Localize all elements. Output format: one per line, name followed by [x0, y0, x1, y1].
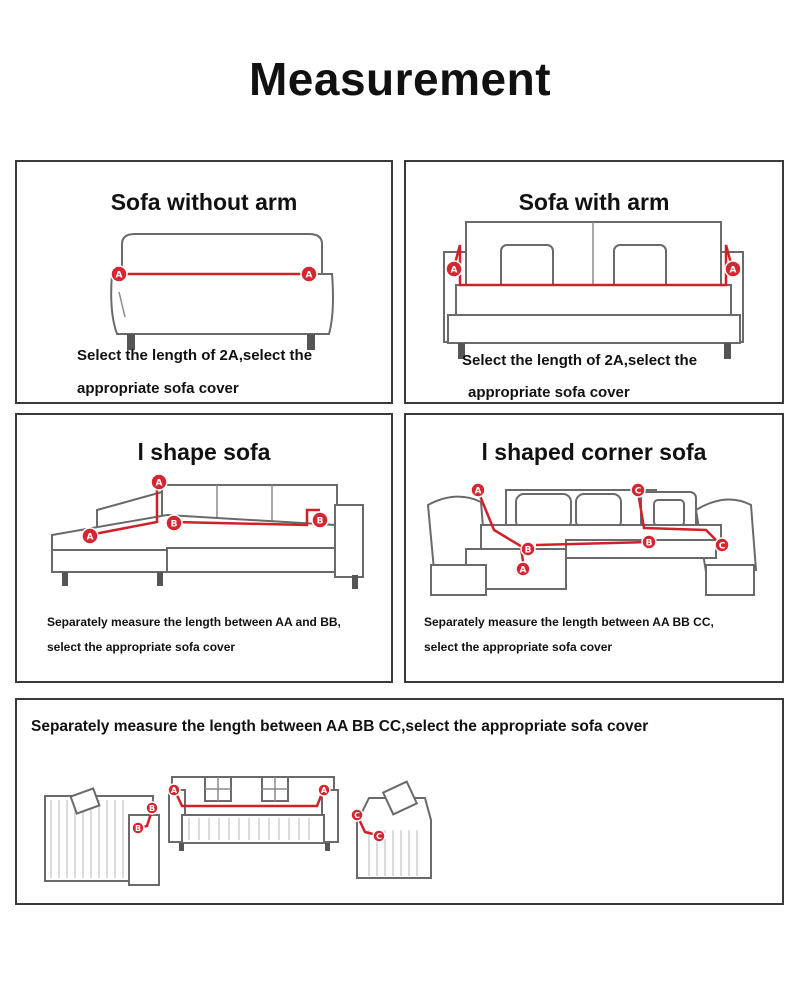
l-shape-sofa-illustration: A A B B — [51, 473, 364, 589]
panel-note-line2: select the appropriate sofa cover — [47, 640, 236, 654]
panel-note-line1: Separately measure the length between AA… — [47, 615, 341, 629]
panel-note-line2: appropriate sofa cover — [77, 380, 239, 397]
svg-text:A: A — [116, 271, 123, 281]
svg-text:C: C — [719, 542, 726, 552]
svg-text:A: A — [87, 533, 94, 543]
panel-heading: Sofa with arm — [518, 189, 670, 215]
svg-text:A: A — [321, 786, 328, 795]
svg-text:B: B — [171, 520, 178, 530]
svg-text:A: A — [730, 266, 737, 276]
svg-text:B: B — [317, 517, 324, 527]
svg-text:A: A — [475, 487, 482, 497]
sofa-set-illustration: B B A A — [44, 776, 432, 886]
sofa-with-arm-illustration: A A — [443, 221, 744, 359]
panel-sofa-without-arm: Sofa without arm A A Select the length o… — [15, 160, 393, 404]
page-title: Measurement — [248, 53, 552, 105]
svg-text:C: C — [354, 811, 360, 820]
svg-text:B: B — [135, 824, 141, 833]
svg-text:A: A — [520, 566, 527, 576]
svg-text:A: A — [306, 271, 313, 281]
panel-note-line2: appropriate sofa cover — [468, 384, 630, 401]
panel-sofa-with-arm: Sofa with arm A A Select the length of 2… — [404, 160, 784, 404]
panel-l-shape-sofa: l shape sofa A A B B Separately measure … — [15, 413, 393, 683]
svg-text:A: A — [171, 786, 178, 795]
svg-text:A: A — [156, 479, 163, 489]
panel-note-line1: Select the length of 2A,select the — [77, 347, 313, 364]
panel-l-corner-sofa: l shaped corner sofa A B A B C C Separat… — [404, 413, 784, 683]
svg-text:A: A — [451, 266, 458, 276]
svg-text:B: B — [149, 804, 155, 813]
panel-note-line1: Select the length of 2A,select the — [462, 352, 698, 369]
panel-note-line1: Separately measure the length between AA… — [424, 615, 714, 629]
svg-text:B: B — [525, 546, 532, 556]
panel-note: Separately measure the length between AA… — [31, 718, 649, 735]
svg-text:B: B — [646, 539, 653, 549]
panel-heading: Sofa without arm — [110, 189, 298, 215]
panel-sofa-set: Separately measure the length between AA… — [15, 698, 784, 905]
svg-text:C: C — [635, 487, 642, 497]
panel-heading: l shape sofa — [137, 439, 271, 465]
l-corner-sofa-illustration: A B A B C C — [426, 482, 758, 596]
panel-heading: l shaped corner sofa — [481, 439, 707, 465]
panel-note-line2: select the appropriate sofa cover — [424, 640, 613, 654]
svg-text:C: C — [376, 832, 382, 841]
sofa-without-arm-illustration: A A — [110, 233, 334, 350]
